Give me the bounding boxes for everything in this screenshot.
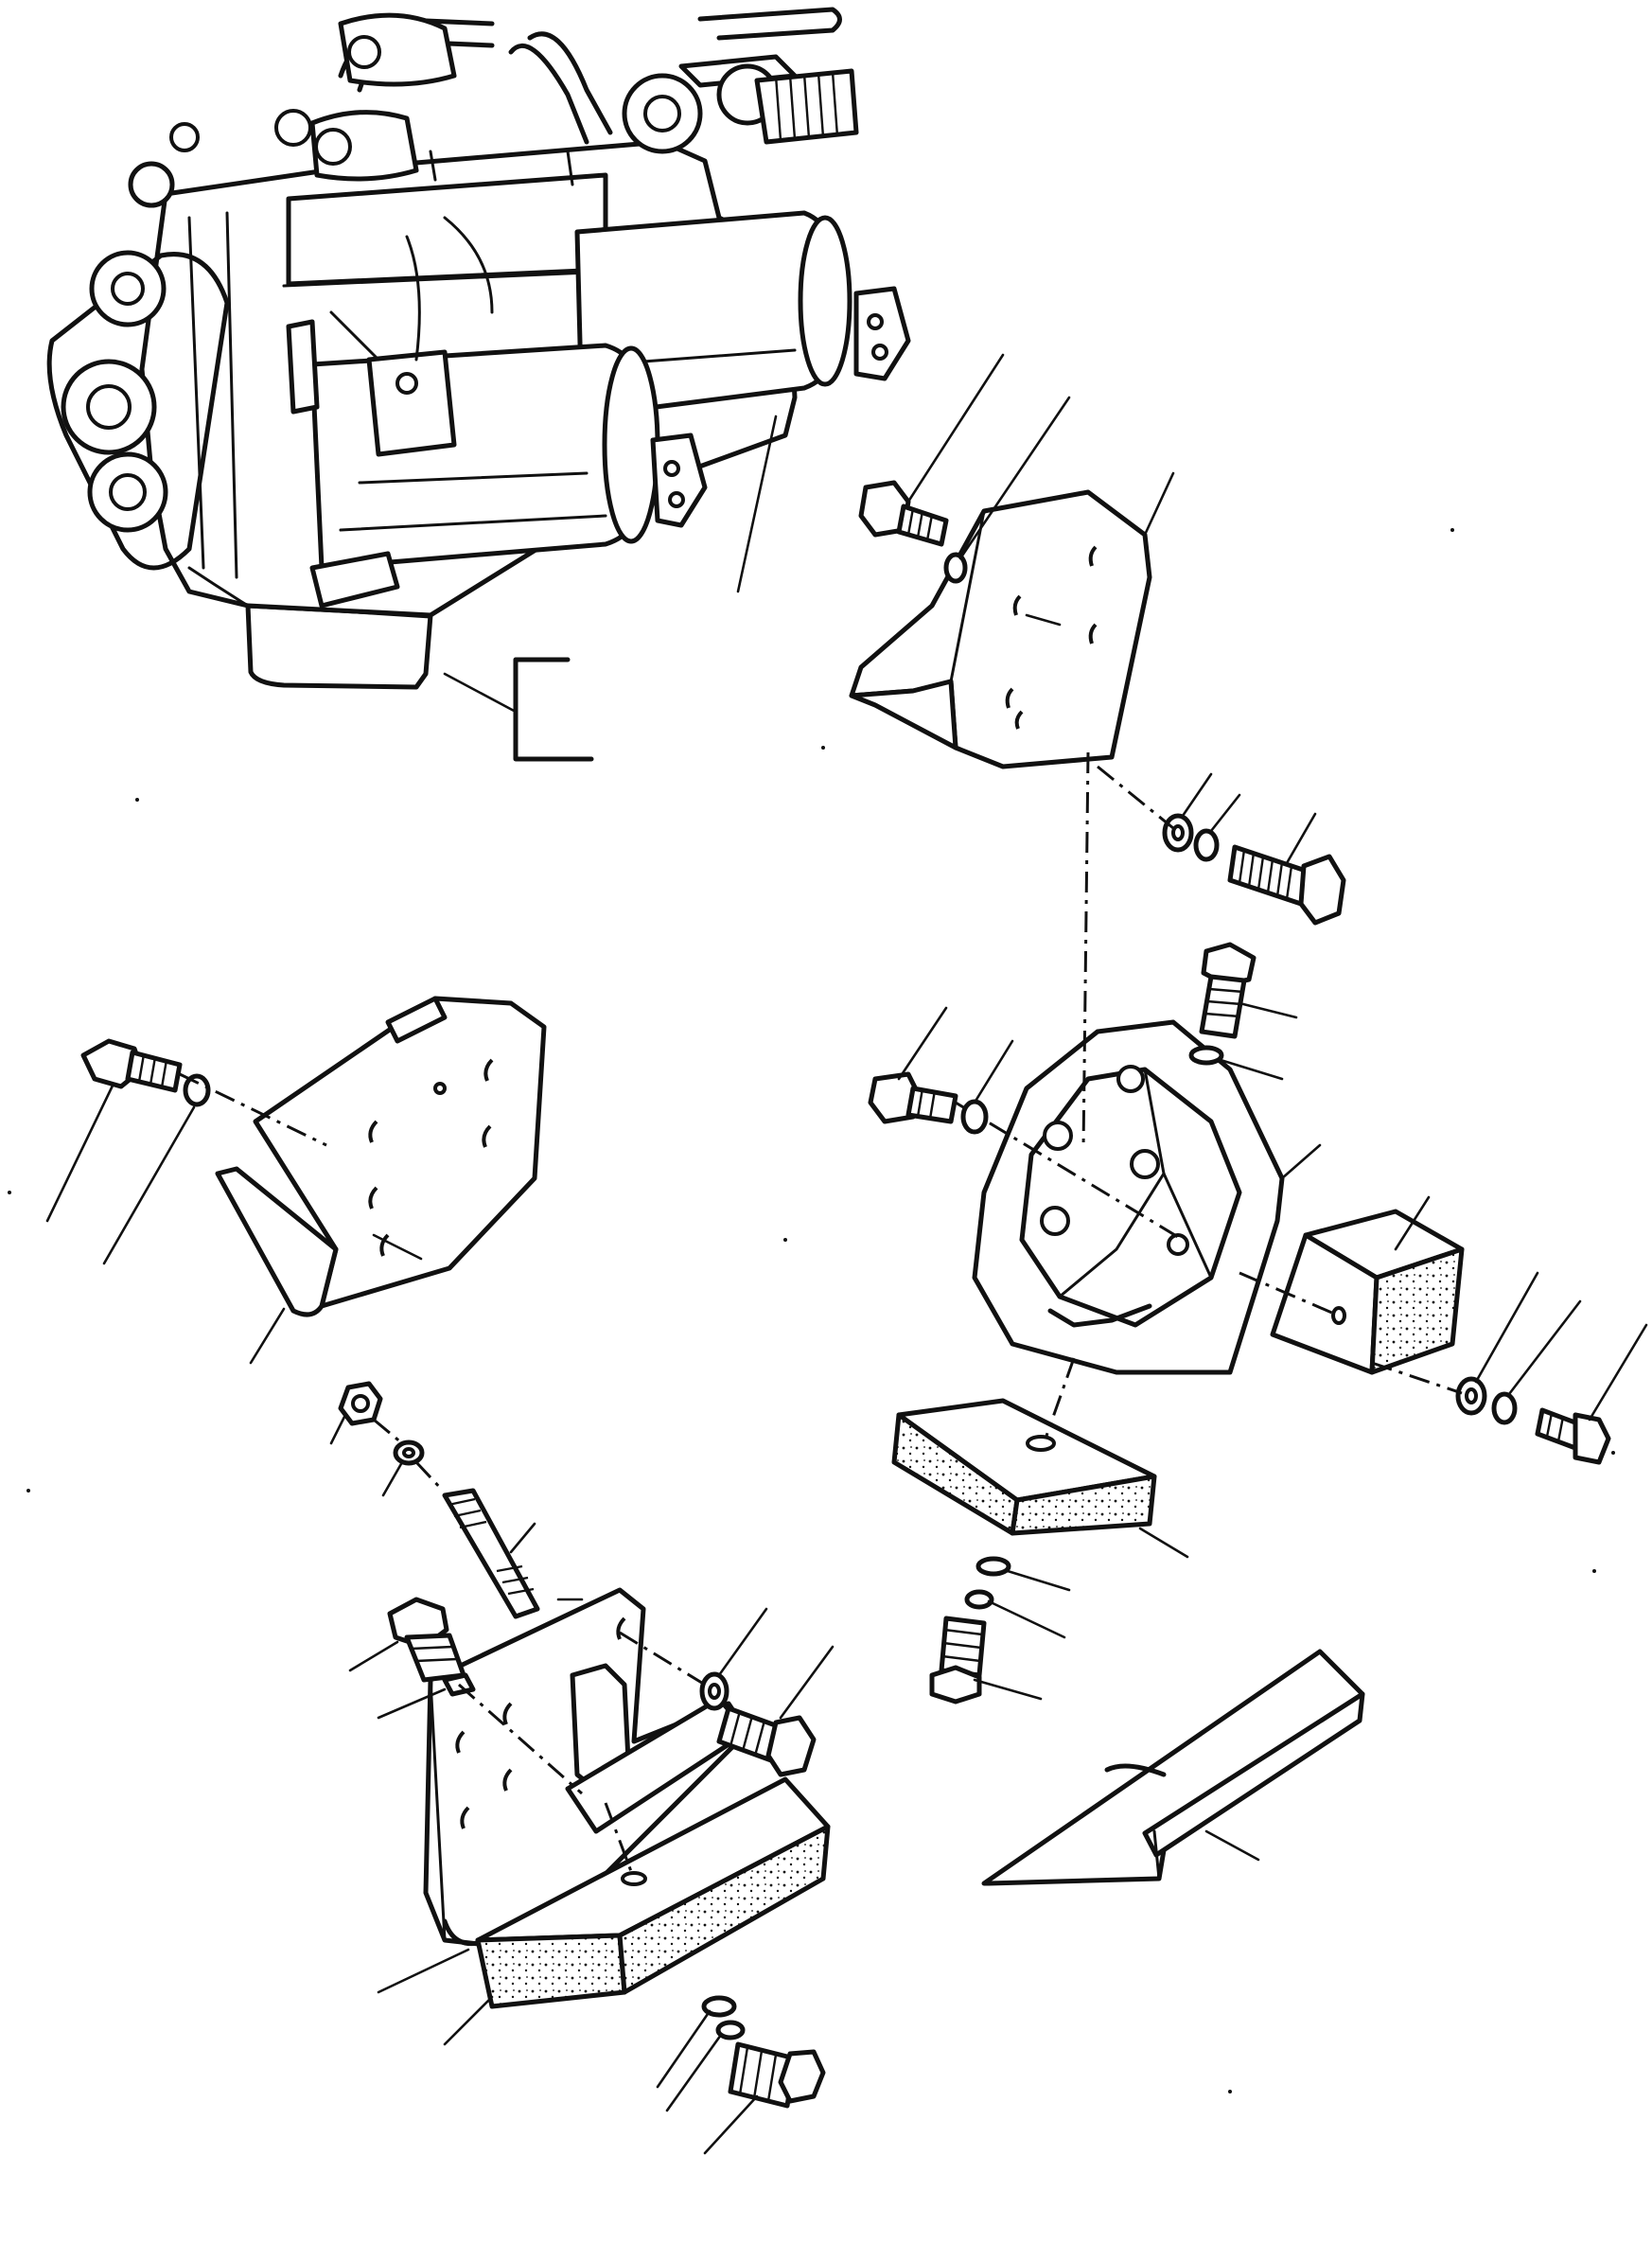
washer-icon <box>1491 1391 1518 1425</box>
bolt-icon <box>716 1705 817 1777</box>
front-rubber-block <box>475 1776 831 2009</box>
rear-rubber-block <box>891 1398 1157 1536</box>
bolt-icon <box>728 2041 826 2109</box>
engine-leader-2 <box>443 672 518 714</box>
bolt-icon <box>858 480 949 547</box>
bolt-icon <box>387 1597 466 1683</box>
engine-leader <box>736 415 778 593</box>
engine-icon <box>46 7 911 690</box>
rear-support <box>972 1019 1285 1375</box>
washer-icon <box>183 1073 211 1107</box>
washer-icon <box>943 552 968 584</box>
washer-icon <box>1193 828 1220 862</box>
washer-icon <box>1188 1045 1224 1066</box>
washer-icon <box>975 1556 1011 1577</box>
left-front-bracket <box>215 996 547 1317</box>
washer-icon <box>701 1995 737 2018</box>
washer-icon <box>964 1589 994 1610</box>
engine-group-bracket <box>513 657 594 762</box>
bolt-icon <box>929 1616 987 1705</box>
washer-icon <box>715 2020 746 2040</box>
washer-icon <box>960 1099 989 1135</box>
bolt-icon <box>868 1071 958 1124</box>
bolt-icon <box>1227 844 1346 926</box>
stud-icon <box>442 1488 540 1619</box>
bolt-icon <box>1199 942 1257 1039</box>
rear-side-rubber-block <box>1270 1209 1465 1375</box>
upper-rear-bracket <box>849 489 1152 769</box>
nut-icon <box>338 1381 383 1426</box>
bolt-icon <box>1535 1407 1611 1465</box>
bolt-icon <box>80 1038 183 1093</box>
shim-icon <box>981 1649 1365 1886</box>
